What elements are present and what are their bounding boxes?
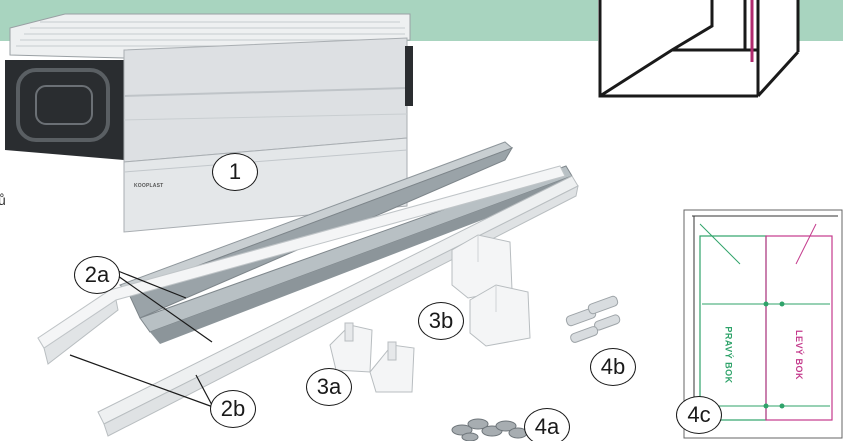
callout-2b: 2b bbox=[210, 390, 256, 428]
drawer-brand-label: KOOPLAST bbox=[134, 183, 164, 189]
template-label-right-side: PRAVÝ BOK bbox=[723, 326, 734, 384]
callout-1: 1 bbox=[212, 153, 258, 191]
template-label-left-side: LEVÝ BOK bbox=[794, 329, 805, 381]
drawer-unit bbox=[5, 13, 413, 233]
callout-4c: 4c bbox=[676, 396, 722, 434]
screws-4a bbox=[451, 418, 528, 441]
rails bbox=[37, 141, 579, 437]
callout-4b: 4b bbox=[590, 348, 636, 386]
end-caps-3b bbox=[451, 234, 531, 347]
cropped-text-fragment: ů bbox=[0, 192, 6, 208]
box-diagram bbox=[598, 0, 800, 98]
shelf-pins-4b bbox=[565, 295, 621, 343]
callout-2a: 2a bbox=[74, 256, 120, 294]
callout-3a: 3a bbox=[306, 368, 352, 406]
clips-3a bbox=[329, 322, 415, 393]
callout-leaders bbox=[69, 270, 214, 408]
callout-4a: 4a bbox=[524, 408, 570, 441]
callout-3b: 3b bbox=[418, 302, 464, 340]
